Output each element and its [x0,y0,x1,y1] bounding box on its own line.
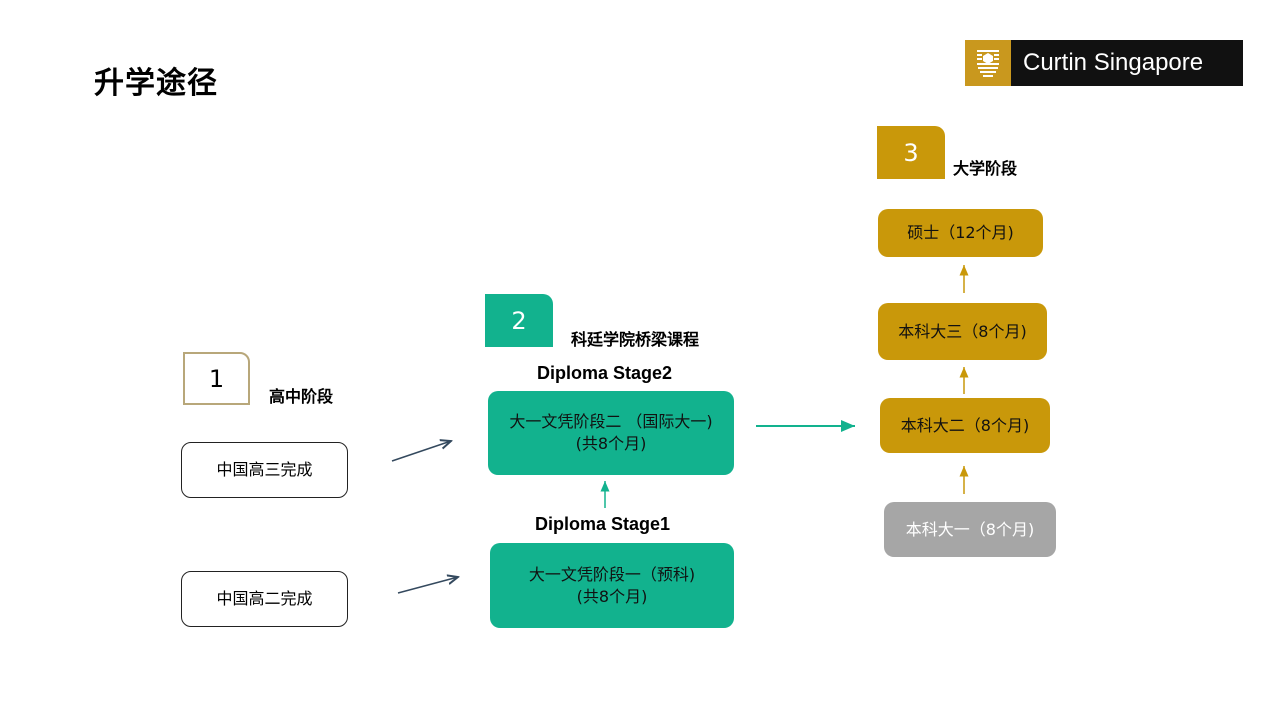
page-title: 升学途径 [94,66,218,101]
stage-3-label: 大学阶段 [953,159,1018,178]
diploma-stage1-line1: 大一文凭阶段一（预科) [528,564,696,584]
university-box-year3: 本科大三（8个月) [878,303,1047,360]
stage-2-badge: 2 [485,294,553,347]
logo-text: Curtin Singapore [1023,49,1204,76]
university-box-masters: 硕士（12个月) [878,209,1043,257]
high-school-box-grade11: 中国高二完成 [181,571,348,627]
stage-2-label: 科廷学院桥梁课程 [571,330,700,349]
arrow-grade12-to-stage2 [391,441,451,462]
diploma-stage1-box: 大一文凭阶段一（预科) (共8个月) [490,543,734,628]
university-box-year2: 本科大二（8个月) [880,398,1050,453]
university-box-year1: 本科大一（8个月) [884,502,1056,557]
diploma-stage2-box: 大一文凭阶段二 （国际大一) (共8个月) [488,391,734,475]
diploma-stage2-title: Diploma Stage2 [537,363,673,383]
curtin-shield-icon [965,40,1011,86]
diploma-stage2-line1: 大一文凭阶段二 （国际大一) [509,412,713,431]
diploma-stage1-title: Diploma Stage1 [535,514,671,534]
diploma-stage2-line2: (共8个月) [575,434,647,453]
diploma-stage1-line2: (共8个月) [576,586,648,606]
curtin-logo: Curtin Singapore [965,40,1243,86]
high-school-box-grade12: 中国高三完成 [181,442,348,498]
stage-1-badge: 1 [183,352,250,405]
stage-1-label: 高中阶段 [269,387,334,406]
arrow-grade11-to-stage1 [397,577,458,594]
stage-3-badge: 3 [877,126,945,179]
